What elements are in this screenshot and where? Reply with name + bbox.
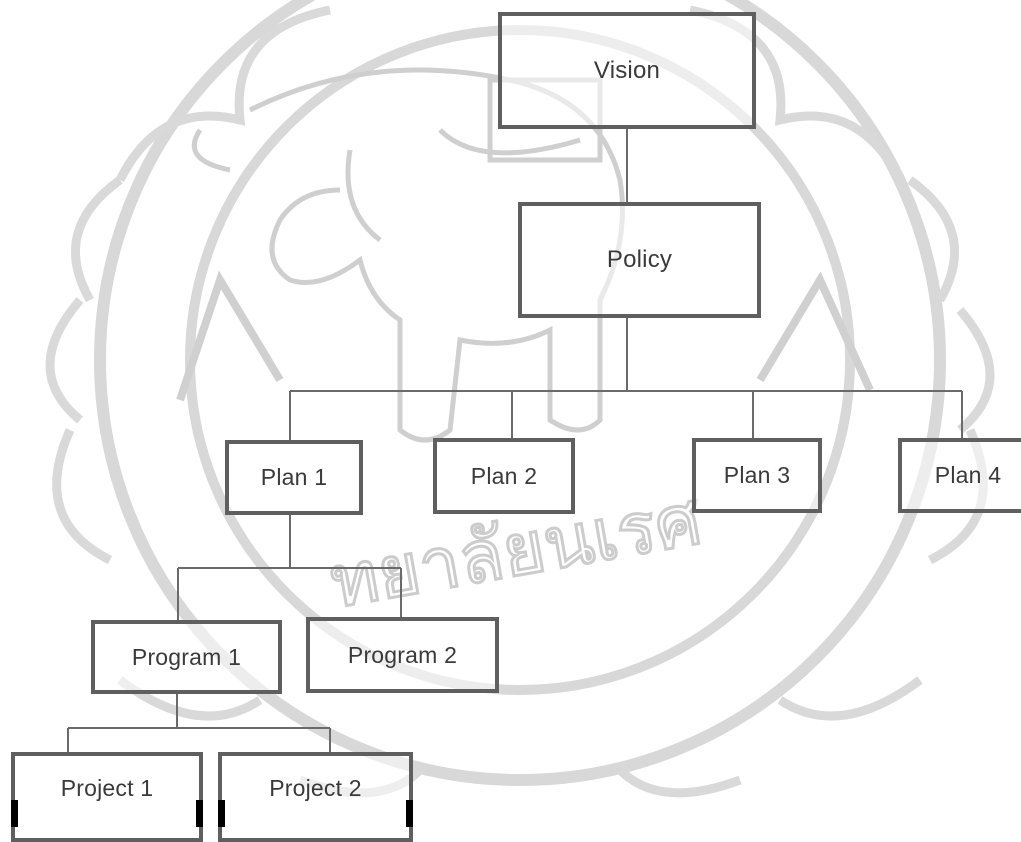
project-box-1: Project 1 <box>11 752 203 842</box>
project-box-2: Project 2 <box>218 752 413 842</box>
plan-label-3: Plan 3 <box>723 462 791 488</box>
project-1-left-edge-mark <box>11 800 18 827</box>
plan-label-4: Plan 4 <box>934 462 1002 488</box>
project-2-left-edge-mark <box>218 800 225 827</box>
program-box-1: Program 1 <box>91 620 282 694</box>
program-label-2: Program 2 <box>347 641 458 668</box>
plan-box-2: Plan 2 <box>433 438 575 514</box>
program-box-2: Program 2 <box>306 617 499 693</box>
project-label-2: Project 2 <box>269 774 362 801</box>
plan-box-3: Plan 3 <box>692 438 822 513</box>
vision-label: Vision <box>593 56 661 84</box>
project-2-right-edge-mark <box>406 800 413 827</box>
policy-box: Policy <box>518 202 761 318</box>
vision-box: Vision <box>498 12 756 129</box>
project-1-right-edge-mark <box>196 800 203 827</box>
plan-box-4: Plan 4 <box>898 438 1021 513</box>
plan-box-1: Plan 1 <box>225 440 363 515</box>
plan-label-2: Plan 2 <box>470 462 538 489</box>
plan-label-1: Plan 1 <box>260 464 328 490</box>
policy-label: Policy <box>606 246 673 273</box>
project-label-1: Project 1 <box>60 774 154 801</box>
program-label-1: Program 1 <box>131 643 242 670</box>
